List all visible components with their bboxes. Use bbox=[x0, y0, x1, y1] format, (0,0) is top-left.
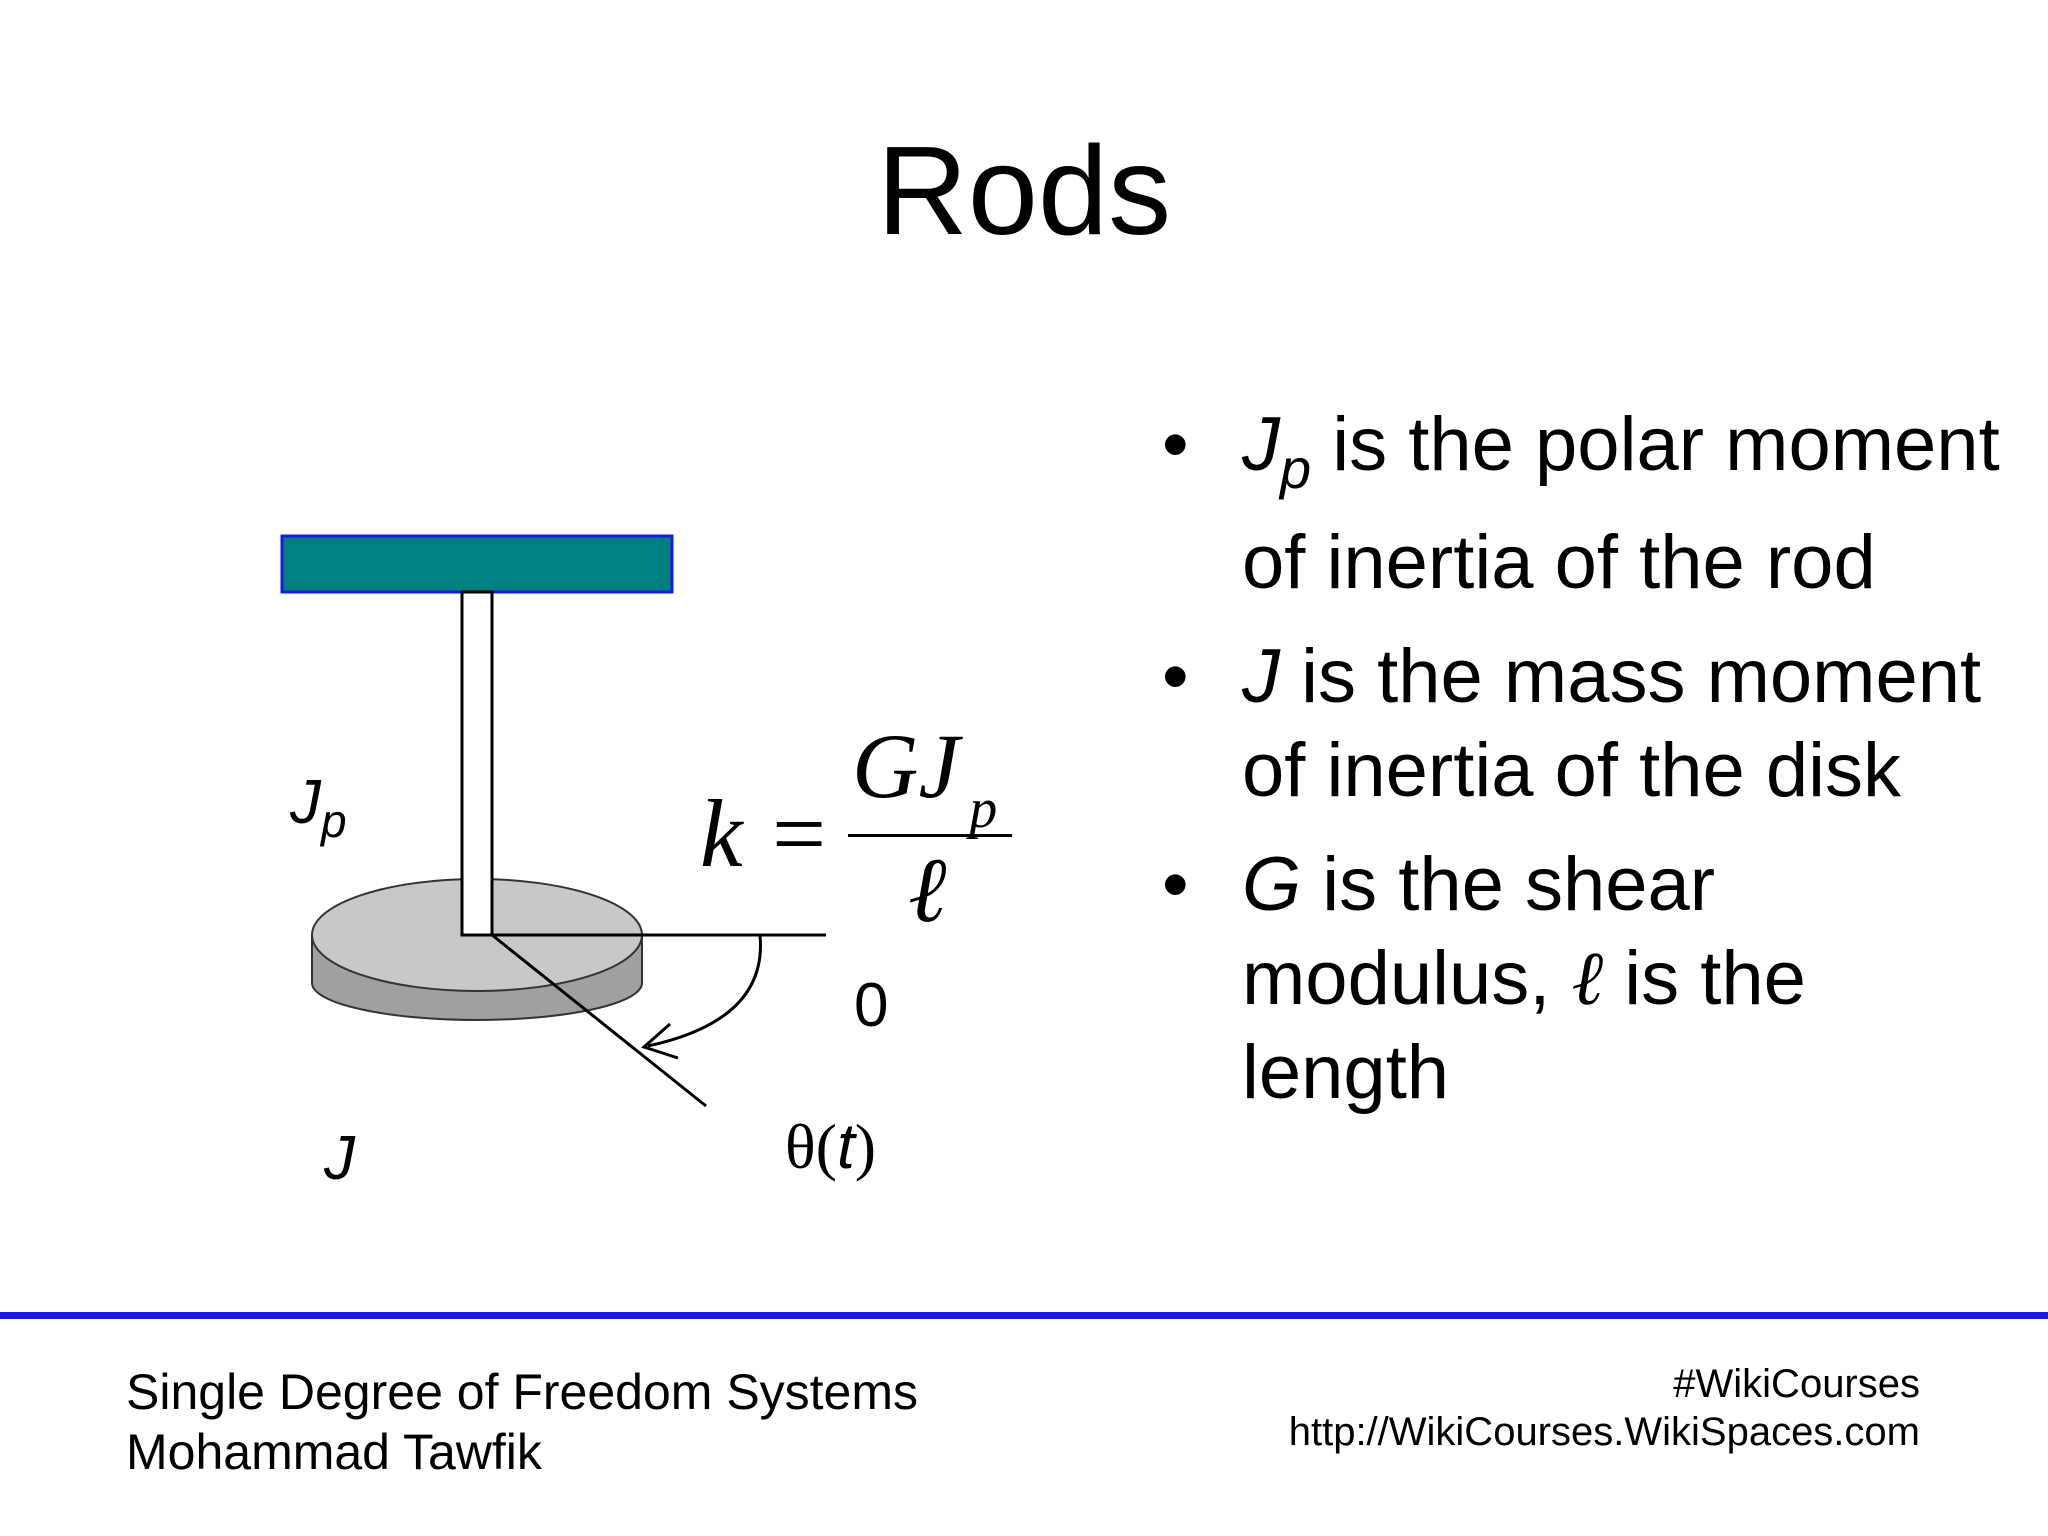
bullet-symbol: G bbox=[1242, 842, 1302, 927]
footer-right: #WikiCourses http://WikiCourses.WikiSpac… bbox=[1289, 1360, 1920, 1456]
bullet-symbol-length: ℓ bbox=[1571, 937, 1604, 1021]
theta-symbol: θ( bbox=[785, 1111, 837, 1182]
footer-author: Mohammad Tawfik bbox=[126, 1424, 542, 1480]
bullet-symbol: J bbox=[1242, 402, 1280, 487]
bullet-text: is the mass moment of inertia of the dis… bbox=[1242, 634, 1982, 813]
label-jp-subscript: p bbox=[321, 795, 347, 847]
torsion-rod-diagram bbox=[280, 534, 826, 1108]
reference-angle-label: 0 bbox=[854, 971, 889, 1040]
bullet-text: is the shear modulus, bbox=[1242, 842, 1716, 1021]
bullet-dot: • bbox=[1162, 402, 1189, 487]
bullet-text-length: is the length bbox=[1242, 936, 1806, 1115]
bullet-shear-modulus: • G is the shear modulus, ℓ is the lengt… bbox=[1162, 838, 2022, 1120]
bullet-symbol-subscript: p bbox=[1280, 437, 1312, 500]
formula-denominator: ℓ bbox=[908, 839, 947, 941]
rotation-angle-label: θ(t) bbox=[785, 1114, 876, 1179]
angle-arrowhead bbox=[641, 1022, 679, 1060]
rod-polar-moment-label: Jp bbox=[290, 772, 347, 847]
fraction-bar bbox=[848, 834, 1012, 837]
footer-left: Single Degree of Freedom Systems Mohamma… bbox=[126, 1362, 918, 1482]
formula-equals: = bbox=[772, 780, 827, 887]
footer-url: http://WikiCourses.WikiSpaces.com bbox=[1288, 1410, 1920, 1454]
fixed-support bbox=[280, 534, 674, 594]
formula-numerator-main: GJ bbox=[852, 715, 960, 817]
theta-close: ) bbox=[854, 1111, 877, 1182]
disk-inertia-label: J bbox=[324, 1124, 355, 1193]
definition-list: • Jp is the polar moment of inertia of t… bbox=[1162, 398, 2022, 1140]
rotation-line bbox=[491, 933, 707, 1108]
footer-divider bbox=[0, 1312, 2048, 1319]
bullet-symbol: J bbox=[1242, 634, 1280, 719]
slide-title: Rods bbox=[876, 120, 1172, 261]
footer-hashtag: #WikiCourses bbox=[1673, 1362, 1920, 1406]
label-jp-symbol: J bbox=[290, 768, 321, 837]
bullet-polar-moment: • Jp is the polar moment of inertia of t… bbox=[1162, 398, 2022, 610]
bullet-mass-moment: • J is the mass moment of inertia of the… bbox=[1162, 630, 2022, 818]
angle-arc bbox=[647, 934, 762, 1048]
formula-lhs: k bbox=[700, 780, 743, 887]
theta-variable: t bbox=[836, 1110, 855, 1182]
bullet-dot: • bbox=[1162, 634, 1189, 719]
bullet-dot: • bbox=[1162, 842, 1189, 927]
bullet-text: is the polar moment of inertia of the ro… bbox=[1242, 402, 2000, 605]
footer-course-title: Single Degree of Freedom Systems bbox=[126, 1364, 919, 1420]
formula-numerator-subscript: p bbox=[969, 778, 998, 840]
rod bbox=[460, 590, 494, 937]
